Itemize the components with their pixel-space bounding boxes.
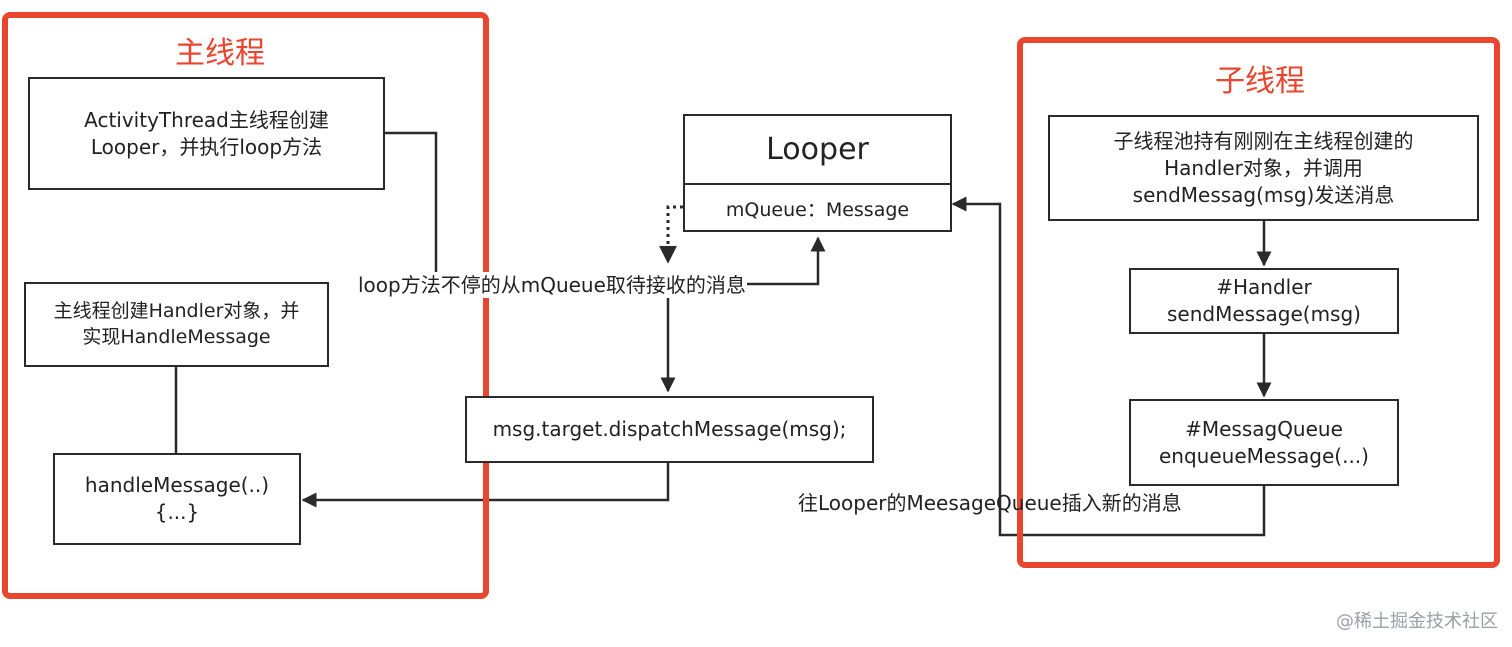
main-thread-title: 主线程 (175, 36, 265, 71)
activity-thread-box: ActivityThread主线程创建 Looper，并执行loop方法 (28, 77, 385, 190)
watermark: @稀土掘金技术社区 (1336, 611, 1498, 632)
connector-looper-dotted (659, 205, 683, 264)
message-queue-enqueue-box: #MessagQueue enqueueMessage(...) (1129, 399, 1399, 486)
main-thread-frame (2, 12, 489, 599)
dispatch-message-box: msg.target.dispatchMessage(msg); (465, 396, 874, 463)
sub-thread-title: 子线程 (1215, 64, 1305, 99)
handler-send-message-box: #Handler sendMessage(msg) (1129, 268, 1399, 334)
handler-create-box: 主线程创建Handler对象，并 实现HandleMessage (24, 282, 329, 367)
looper-box: Looper mQueue：Message (683, 114, 952, 232)
sub-send-box: 子线程池持有刚刚在主线程创建的 Handler对象，并调用 sendMessag… (1048, 115, 1479, 221)
looper-title: Looper (685, 116, 950, 185)
connector-dispatch-to-handle (301, 463, 670, 508)
insert-edge-label: 往Looper的MeesageQueue插入新的消息 (798, 491, 1182, 515)
loop-edge-label: loop方法不停的从mQueue取待接收的消息 (357, 272, 747, 298)
handle-message-box: handleMessage(..) {...} (53, 453, 301, 545)
looper-queue-field: mQueue：Message (725, 199, 910, 221)
sub-thread-frame (1017, 37, 1500, 568)
connector-queue-to-looper (951, 196, 1266, 537)
